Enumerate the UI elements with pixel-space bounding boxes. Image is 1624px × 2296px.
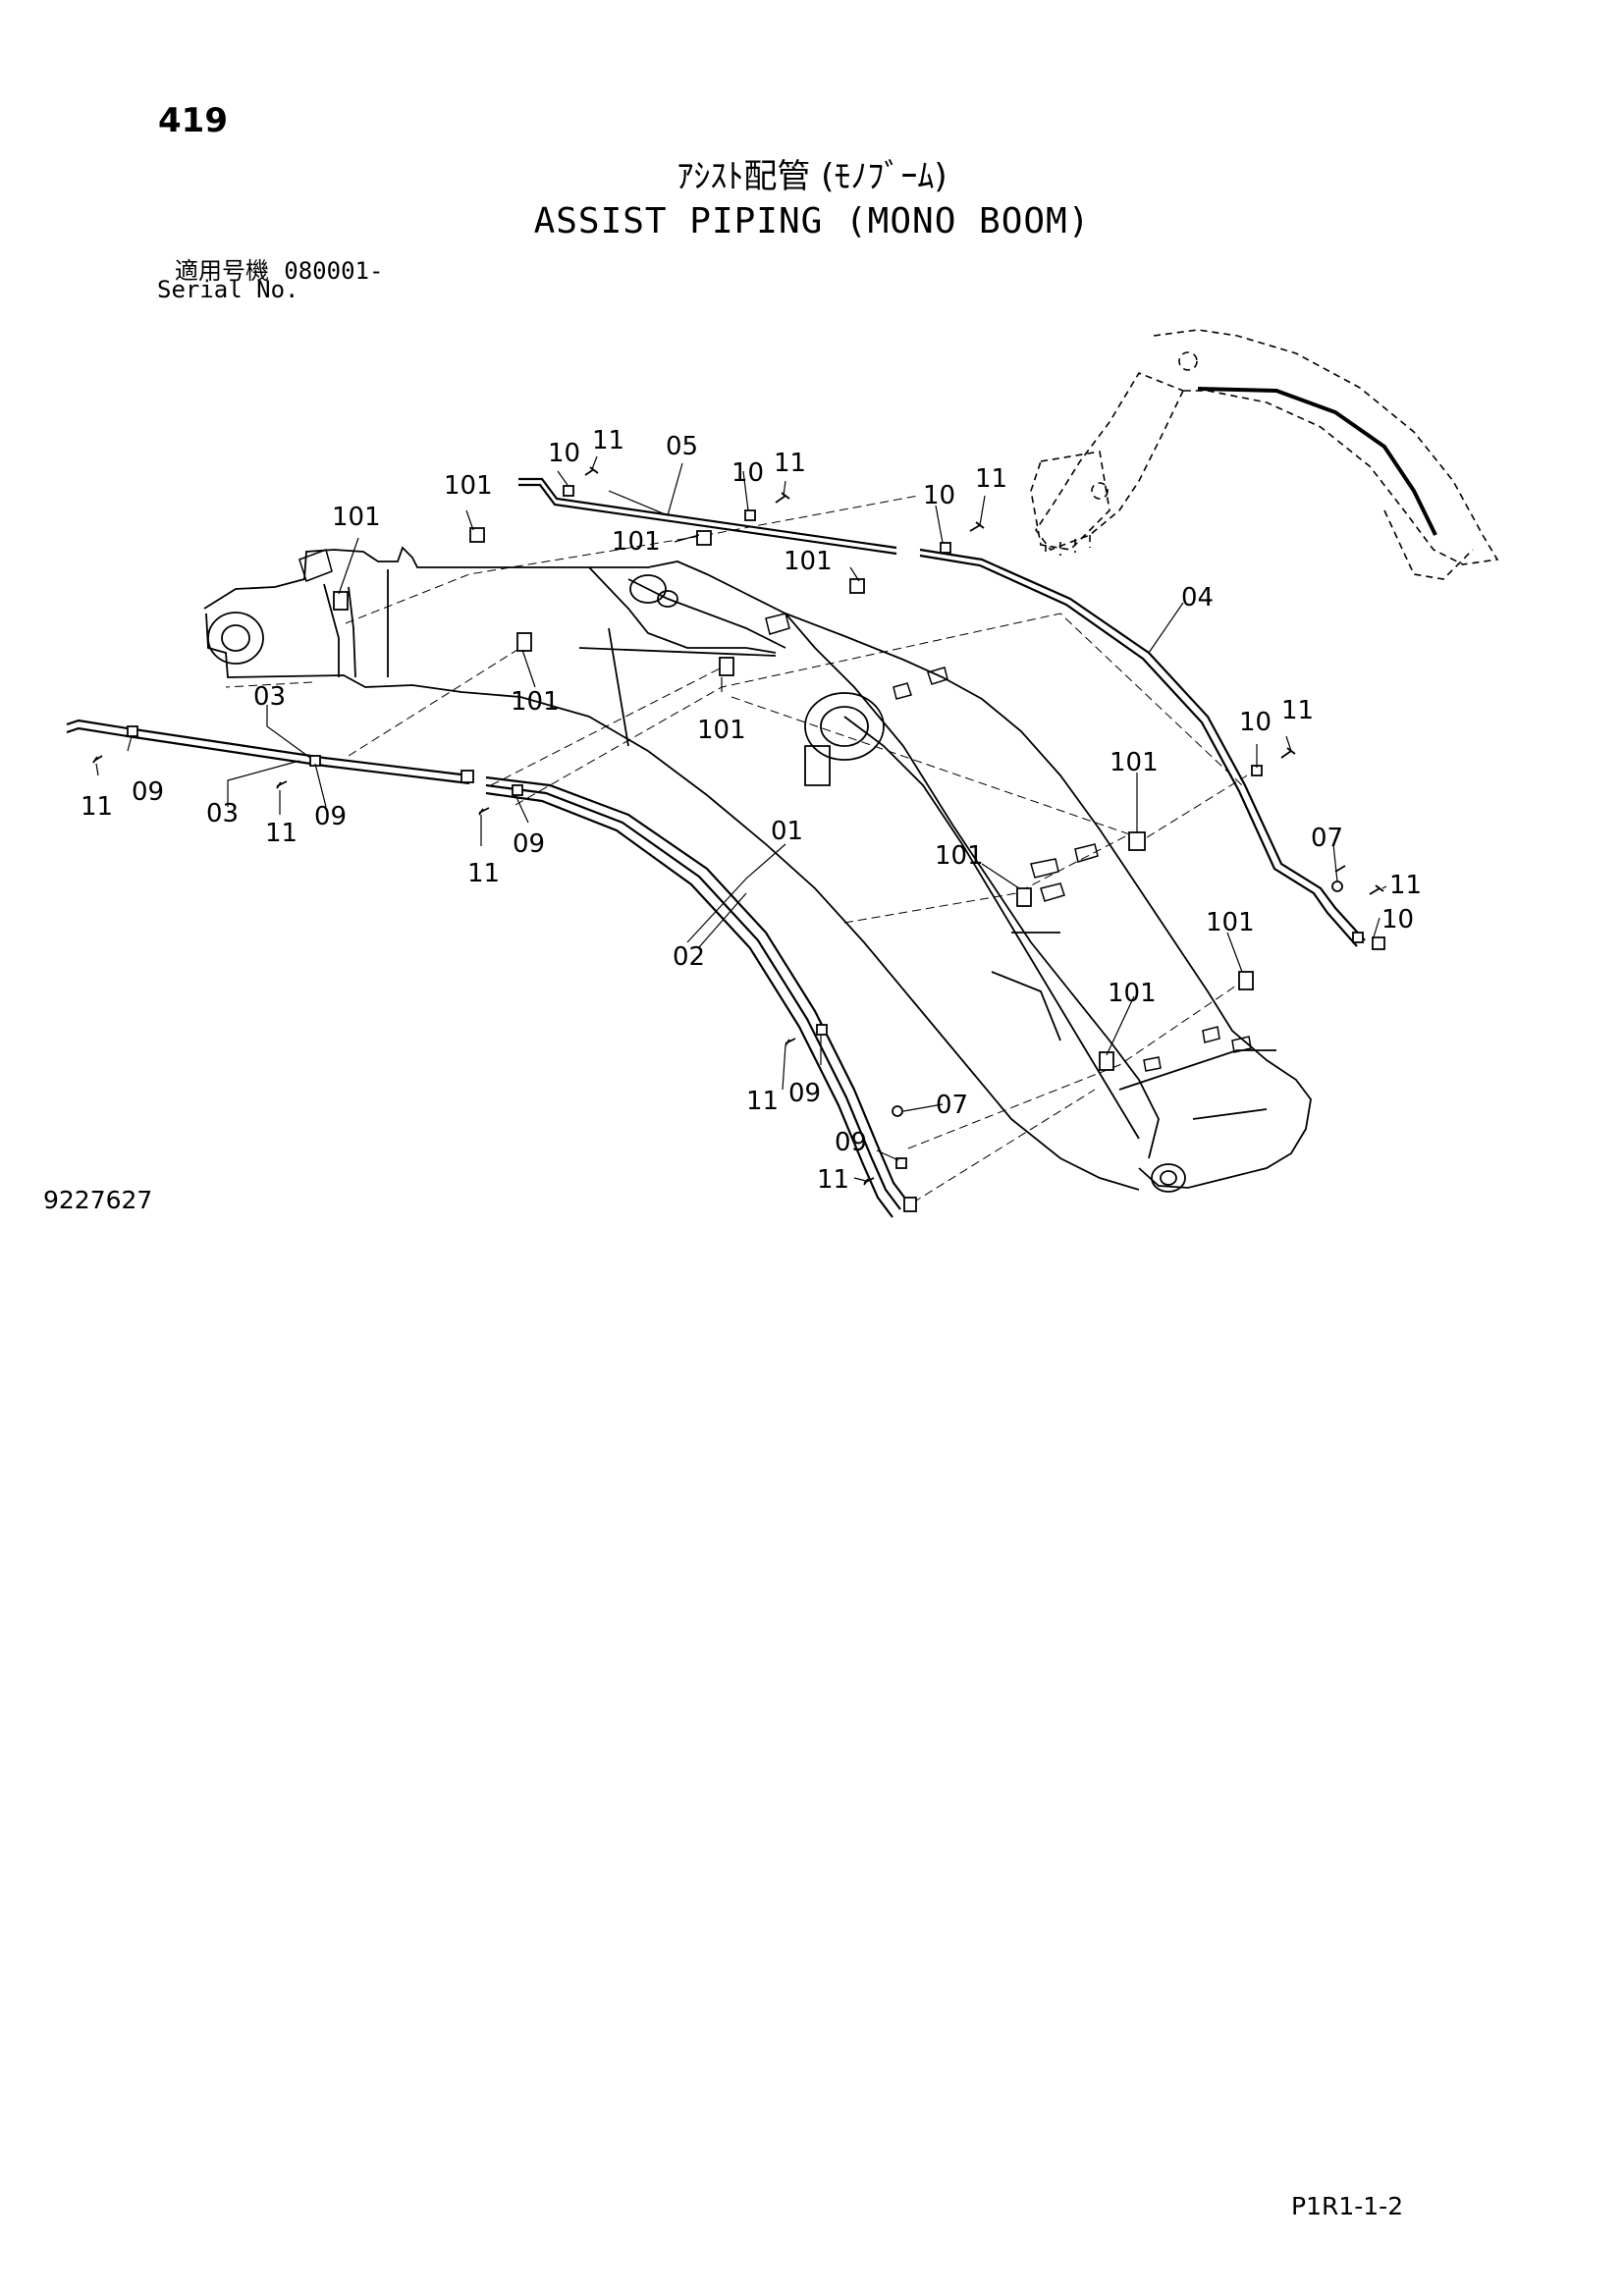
mini-excavator-inset [1030,329,1499,580]
page-number: 419 [158,101,228,140]
callout-03: 03 [206,799,239,828]
callout-05: 05 [666,432,698,461]
fitting-icon [1372,936,1385,950]
callout-labels: 101 101 10 11 05 10 11 10 11 101 101 04 … [81,426,1422,1195]
clamp-icon [1238,971,1254,990]
bolt-icon [276,780,288,789]
clamp-icon [696,530,712,546]
callout-101: 101 [612,527,661,557]
callout-101: 101 [1108,979,1157,1008]
bracket-icon [816,1024,828,1036]
mono-boom-outline [203,546,1312,1193]
bracket-icon [744,509,756,521]
callout-10: 10 [548,439,580,468]
clamp-icon [1128,831,1146,851]
bracket-icon [563,485,574,497]
callout-101: 101 [935,841,984,871]
callout-11: 11 [467,859,500,888]
clamp-icon [1016,887,1032,907]
bolt-icon [785,1038,796,1046]
fitting-icon [1331,881,1343,892]
clamp-icon [469,527,485,543]
callout-04: 04 [1181,583,1214,613]
clamps-and-fittings [127,485,1385,1212]
callout-11: 11 [975,464,1007,494]
bolt-icon [1334,865,1346,873]
clamp-icon [849,578,865,594]
drawing-number: 9227627 [43,1186,153,1214]
bracket-icon [895,1157,907,1169]
callout-07: 07 [936,1091,968,1120]
bolt-icon [1369,884,1384,895]
clamp-icon [719,657,734,676]
page-title-english: ASSIST PIPING (MONO BOOM) [533,201,1091,241]
clamp-icon [516,632,532,652]
bolts [92,466,1384,1186]
bolt-icon [775,492,790,504]
callout-101: 101 [1206,908,1255,937]
pipe-01-02 [485,775,909,1218]
fitting-icon [460,770,474,783]
callout-11: 11 [746,1087,779,1116]
callout-10: 10 [1239,708,1272,737]
callout-07: 07 [1311,824,1343,853]
serial-value: 080001- [284,257,384,285]
callout-09: 09 [788,1079,821,1108]
serial-label-english: Serial No. [157,276,299,303]
boom-bosses [298,549,1252,1072]
mini-inset-hydraulic-line [1197,387,1437,536]
callout-09: 09 [132,777,164,807]
bracket-icon [127,725,138,737]
pipe-05 [518,477,897,556]
callout-09: 09 [314,802,347,831]
callout-09: 09 [513,829,545,859]
callout-11: 11 [592,426,624,455]
page-code: P1R1-1-2 [1291,2192,1404,2220]
bolt-icon [584,466,599,476]
bolt-icon [478,807,490,816]
callout-101: 101 [697,716,746,745]
callout-11: 11 [1281,696,1314,725]
callout-03: 03 [253,682,286,712]
callout-10: 10 [1381,905,1414,934]
callout-10: 10 [923,481,955,510]
callout-11: 11 [81,792,113,822]
serial-applicability: 適用号機 080001- [175,251,383,286]
callout-11: 11 [817,1165,849,1195]
fitting-icon [892,1105,903,1117]
callout-11: 11 [774,449,806,478]
page-title-japanese: ｱｼｽﾄ配管 (ﾓﾉﾌﾞｰﾑ) [677,157,947,196]
callout-11: 11 [1389,871,1422,900]
clamp-icon [1099,1051,1114,1071]
bolt-icon [1280,747,1296,759]
bolt-icon [969,521,985,532]
callout-01: 01 [771,817,803,846]
callout-10: 10 [731,458,764,488]
leader-lines [225,495,1248,1203]
clamp-icon [333,591,349,611]
callout-101: 101 [511,687,560,717]
serial-label-japanese: 適用号機 [175,257,269,285]
bracket-icon [512,784,523,796]
callout-101: 101 [444,471,493,501]
callout-101: 101 [332,503,381,532]
callout-09: 09 [835,1128,867,1157]
callout-02: 02 [673,942,705,972]
fitting-icon [903,1197,917,1212]
callout-101: 101 [784,547,833,576]
pipe-04 [919,548,1366,947]
bracket-icon [940,542,951,554]
bolt-icon [863,1177,875,1186]
callout-11: 11 [265,819,298,848]
bolt-icon [92,755,103,764]
callout-pointers [95,455,1387,1182]
bracket-icon [1352,932,1364,943]
callout-101: 101 [1110,748,1159,777]
